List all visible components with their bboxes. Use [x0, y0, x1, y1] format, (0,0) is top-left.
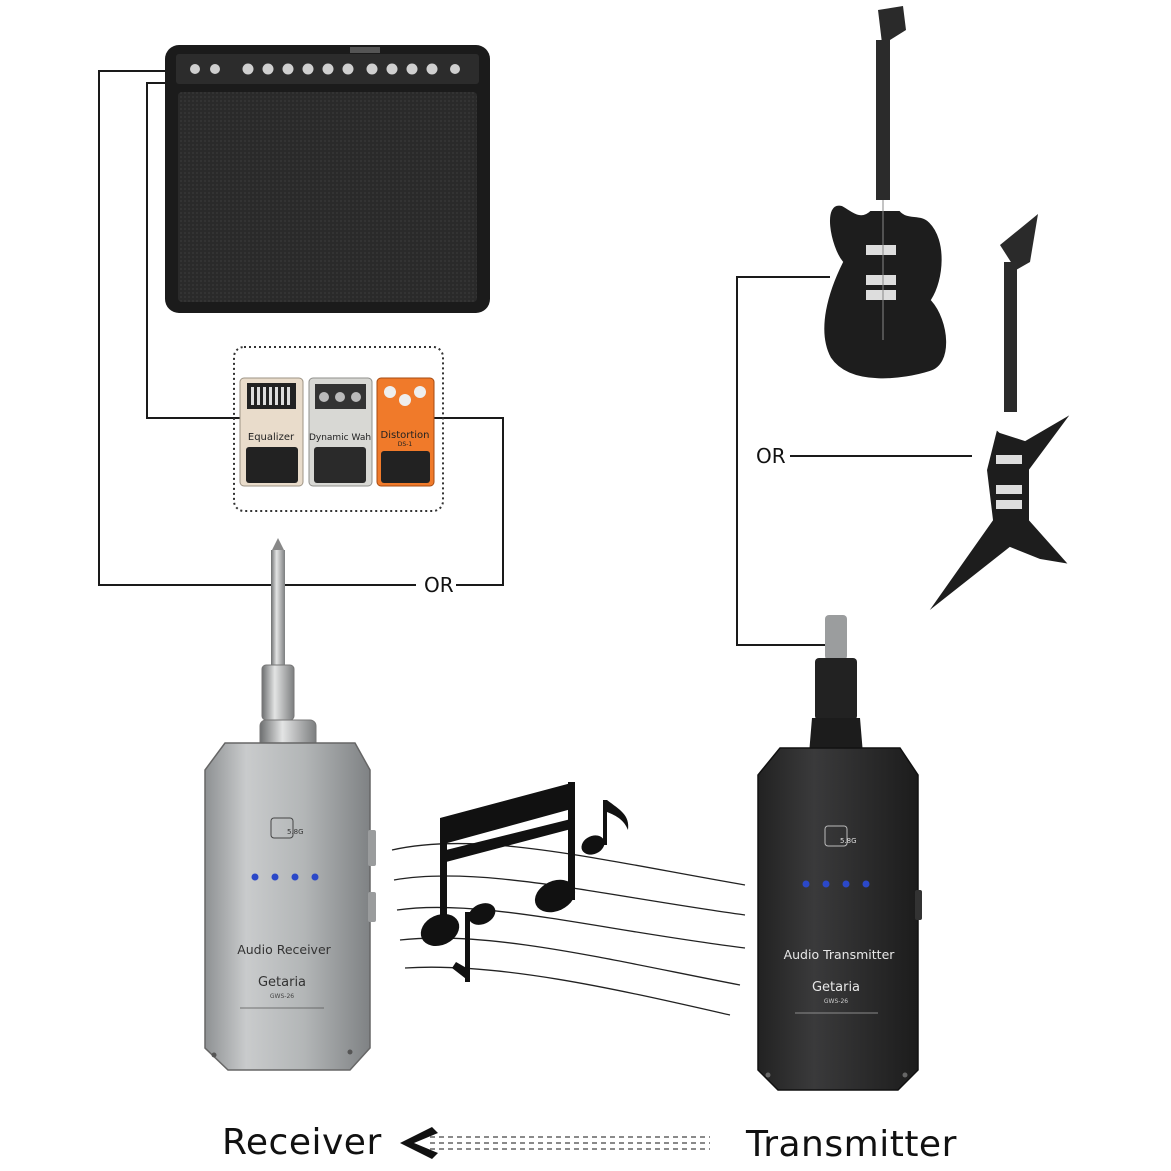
pedal-name: Equalizer [248, 432, 295, 443]
5g-badge-icon [270, 817, 294, 839]
cable-guitars [736, 276, 830, 646]
receiver-badge: 5.8G [287, 828, 304, 836]
transmitter-badge: 5.8G [840, 837, 857, 845]
pointed-guitar-icon [924, 214, 1074, 616]
pedal-name: Dynamic Wah [309, 433, 371, 443]
receiver-label: Receiver [222, 1122, 382, 1163]
transmitter-led-indicators [802, 880, 870, 888]
distortion-pedal: Distortion DS-1 [376, 377, 435, 487]
cable-pedals-out [430, 417, 504, 586]
sound-waves-icon [391, 842, 746, 1016]
signal-direction-arrow [400, 1127, 710, 1159]
signal-cables [98, 70, 972, 646]
or-label-bottom: OR [422, 573, 456, 597]
audio-transmitter-device: 5.8G Audio Transmitter Getaria GWS-26 [757, 747, 922, 1091]
cable-amp-to-pedals [146, 82, 245, 419]
transmitter-label: Transmitter [746, 1124, 957, 1165]
pedal-name: Distortion [381, 430, 430, 441]
receiver-brand: Getaria [258, 975, 306, 990]
offset-guitar-icon [822, 6, 949, 381]
pedal-model: DS-1 [398, 441, 413, 448]
transmitter-type-label: Audio Transmitter [784, 947, 896, 962]
cable-amp-direct [98, 70, 416, 586]
pedalboard-frame [233, 346, 444, 512]
receiver-led-indicators [251, 873, 319, 881]
receiver-model: GWS-26 [270, 993, 294, 1000]
equalizer-pedal: Equalizer [239, 377, 304, 487]
guitar-amplifier [165, 45, 490, 313]
amp-knobs [190, 63, 460, 75]
music-notes-icon [420, 782, 629, 982]
transmitter-brand: Getaria [812, 980, 860, 995]
dynamic-wah-pedal: Dynamic Wah [308, 377, 373, 487]
receiver-type-label: Audio Receiver [237, 942, 331, 957]
audio-receiver-device: 5.8G Audio Receiver Getaria GWS-26 [204, 742, 376, 1071]
5g-badge-icon [824, 825, 848, 847]
or-label-guitars: OR [754, 444, 788, 468]
transmitter-model: GWS-26 [824, 998, 848, 1005]
double-chevron-left-icon [400, 1127, 438, 1159]
